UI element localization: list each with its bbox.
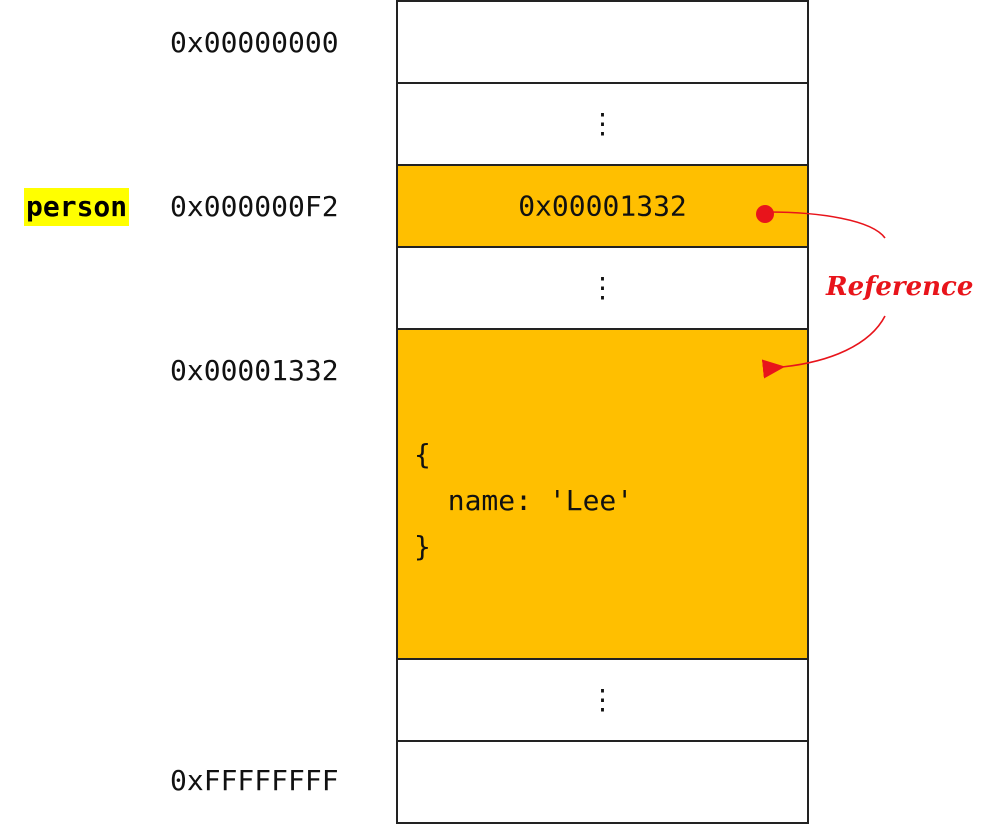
reference-curve-upper: [767, 211, 886, 239]
address-label-end: 0xFFFFFFFF: [170, 764, 339, 797]
ellipsis-icon: ⋮: [588, 107, 617, 140]
address-label-start: 0x00000000: [170, 26, 339, 59]
memory-cell-gap-3: ⋮: [396, 658, 809, 742]
address-label-object: 0x00001332: [170, 354, 339, 387]
reference-origin-dot: [756, 205, 774, 223]
ellipsis-icon: ⋮: [588, 271, 617, 304]
memory-cell-object: { name: 'Lee' }: [396, 328, 809, 660]
reference-label: Reference: [826, 272, 974, 302]
memory-cell-end: [396, 740, 809, 824]
ellipsis-icon: ⋮: [588, 683, 617, 716]
variable-name-person: person: [24, 188, 130, 226]
address-label-person: 0x000000F2: [170, 190, 339, 223]
person-reference-value: 0x00001332: [518, 189, 687, 223]
reference-curve-lower: [761, 315, 886, 379]
object-literal: { name: 'Lee' }: [414, 438, 634, 563]
